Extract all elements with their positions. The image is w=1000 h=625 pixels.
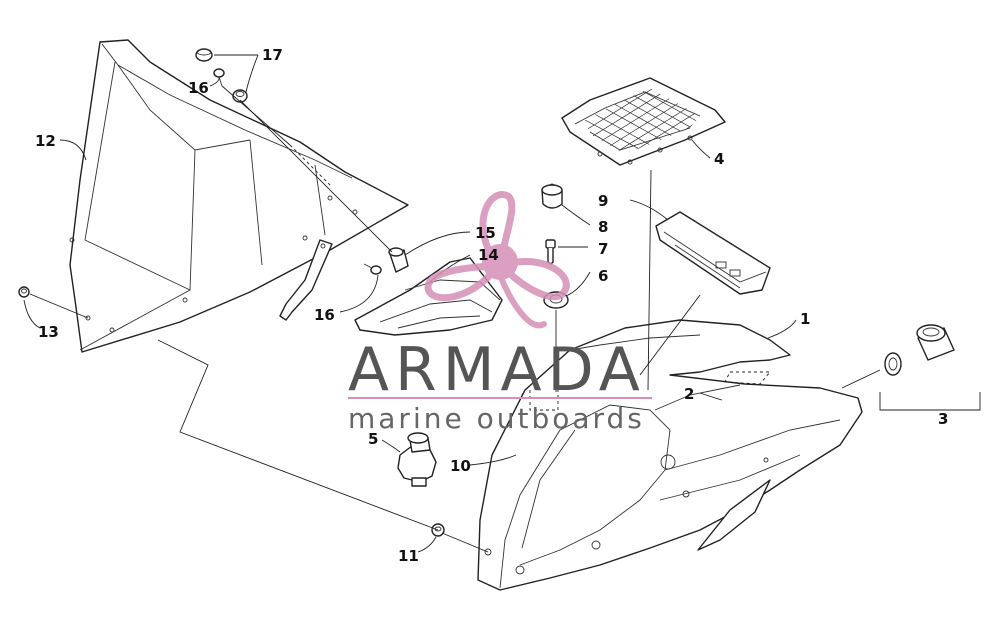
part-plug[interactable] <box>388 247 409 273</box>
callout-8[interactable]: 8 <box>598 218 608 236</box>
net-mesh <box>585 88 700 154</box>
propeller-icon <box>424 191 570 329</box>
callout-10[interactable]: 10 <box>450 457 471 475</box>
callout-2[interactable]: 2 <box>684 385 694 403</box>
callout-16-lower[interactable]: 16 <box>314 306 335 324</box>
part-socket-nut[interactable] <box>884 352 902 376</box>
leader-lines <box>29 85 881 553</box>
callout-4[interactable]: 4 <box>714 150 724 168</box>
callout-12[interactable]: 12 <box>35 132 56 150</box>
part-screw-lower[interactable] <box>363 263 382 275</box>
callout-5[interactable]: 5 <box>368 430 378 448</box>
callout-3[interactable]: 3 <box>938 410 948 428</box>
callout-9[interactable]: 9 <box>598 192 608 210</box>
callout-16-top[interactable]: 16 <box>188 79 209 97</box>
part-storage-net[interactable] <box>561 77 726 166</box>
callout-13[interactable]: 13 <box>38 323 59 341</box>
part-key-cap[interactable] <box>541 183 563 209</box>
callout-labels: 1 2 3 4 5 6 7 8 9 10 11 12 13 14 15 16 1… <box>35 46 948 565</box>
callout-6[interactable]: 6 <box>598 267 608 285</box>
part-ignition-switch[interactable] <box>397 432 437 487</box>
callout-17[interactable]: 17 <box>262 46 283 64</box>
callout-14[interactable]: 14 <box>478 246 499 264</box>
callout-11[interactable]: 11 <box>398 547 419 565</box>
part-grommet-top[interactable] <box>195 48 213 62</box>
callout-leaders <box>23 54 981 553</box>
watermark-tagline: marine outboards <box>348 402 645 435</box>
part-key[interactable] <box>545 239 556 265</box>
callout-15[interactable]: 15 <box>475 224 496 242</box>
part-hood[interactable] <box>477 319 863 591</box>
watermark: ARMADA marine outboards <box>348 191 652 435</box>
part-gauge-module[interactable] <box>655 211 771 295</box>
part-windshield[interactable] <box>69 39 409 353</box>
part-nut-left[interactable] <box>18 286 30 298</box>
callout-7[interactable]: 7 <box>598 240 608 258</box>
watermark-brand: ARMADA <box>348 335 646 405</box>
part-power-socket[interactable] <box>916 324 955 361</box>
callout-1[interactable]: 1 <box>800 310 810 328</box>
part-dash-panel[interactable] <box>354 257 503 336</box>
part-windshield-bracket[interactable] <box>279 239 333 321</box>
